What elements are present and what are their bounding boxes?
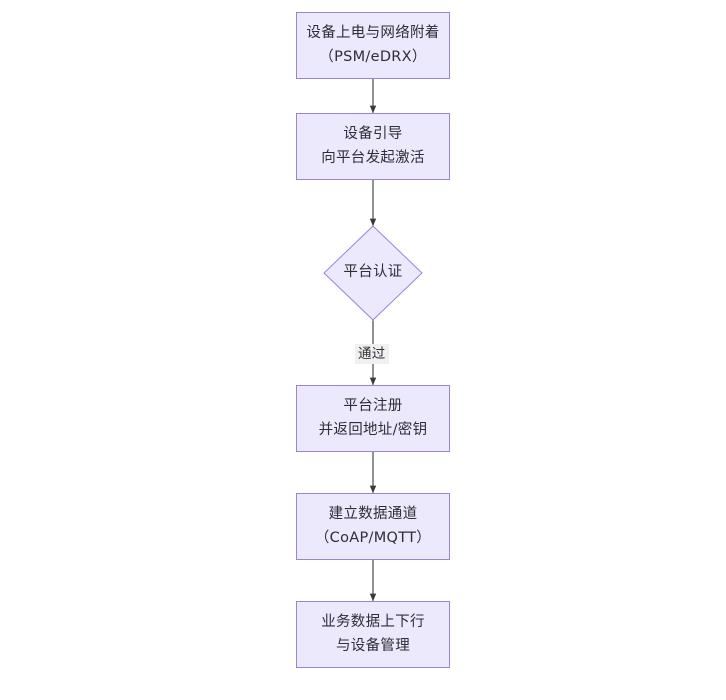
node-text-line: （CoAP/MQTT） bbox=[314, 529, 432, 546]
edge-label-pass: 通过 bbox=[355, 344, 389, 365]
node-text-line: 设备引导 bbox=[343, 126, 403, 143]
node-platform-authentication[interactable]: 平台认证 bbox=[324, 226, 422, 320]
node-establish-data-channel[interactable]: 建立数据通道 （CoAP/MQTT） bbox=[296, 493, 450, 560]
node-text-line: 并返回地址/密钥 bbox=[318, 421, 428, 438]
node-text-line: 平台注册 bbox=[343, 398, 403, 415]
node-platform-registration[interactable]: 平台注册 并返回地址/密钥 bbox=[296, 385, 450, 452]
decision-shapes bbox=[323, 225, 423, 321]
node-device-power-on[interactable]: 设备上电与网络附着 （PSM/eDRX） bbox=[296, 12, 450, 79]
node-device-bootstrap[interactable]: 设备引导 向平台发起激活 bbox=[296, 113, 450, 180]
decision-text-line: 平台认证 bbox=[343, 264, 403, 281]
node-business-data-and-device-management[interactable]: 业务数据上下行 与设备管理 bbox=[296, 601, 450, 668]
node-text-line: 向平台发起激活 bbox=[321, 149, 425, 166]
node-text-line: 设备上电与网络附着 bbox=[306, 25, 440, 42]
node-text-line: 建立数据通道 bbox=[328, 506, 418, 523]
node-text-line: 业务数据上下行 bbox=[321, 614, 425, 631]
decision-diamond-outline bbox=[323, 225, 423, 321]
node-text-line: 与设备管理 bbox=[336, 637, 410, 654]
node-text-line: （PSM/eDRX） bbox=[319, 48, 427, 65]
